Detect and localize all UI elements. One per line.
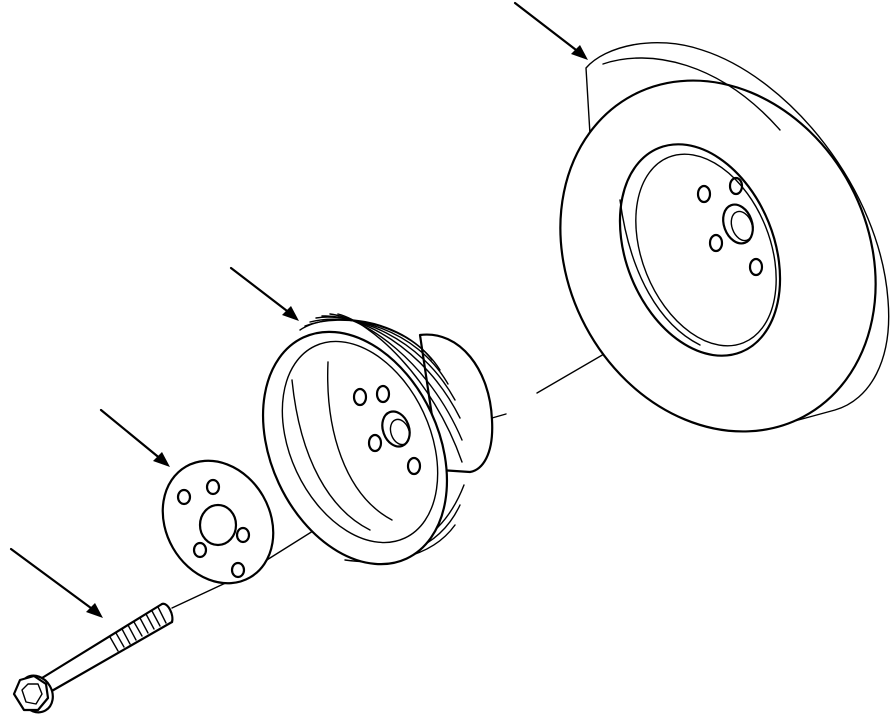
damper-holes: [696, 176, 764, 277]
leader-arrow-damper: [513, 1, 588, 60]
bolt-head: [12, 674, 54, 714]
leader-arrow-washer: [99, 408, 170, 467]
pulley-rim: [261, 330, 449, 566]
grooved-pulley: [261, 313, 507, 566]
pulley-holes: [352, 384, 422, 476]
damper-hub-recess: [618, 143, 782, 357]
leader-arrow-pulley: [229, 266, 299, 321]
vibration-damper: [559, 41, 890, 433]
bolt-shank: [40, 602, 174, 694]
plate-washer: [161, 459, 275, 585]
bolt-threads: [109, 606, 167, 652]
hex-flange-bolt: [12, 602, 174, 714]
pulley-grooves: [299, 313, 465, 563]
leader-arrow-bolt: [9, 547, 103, 618]
